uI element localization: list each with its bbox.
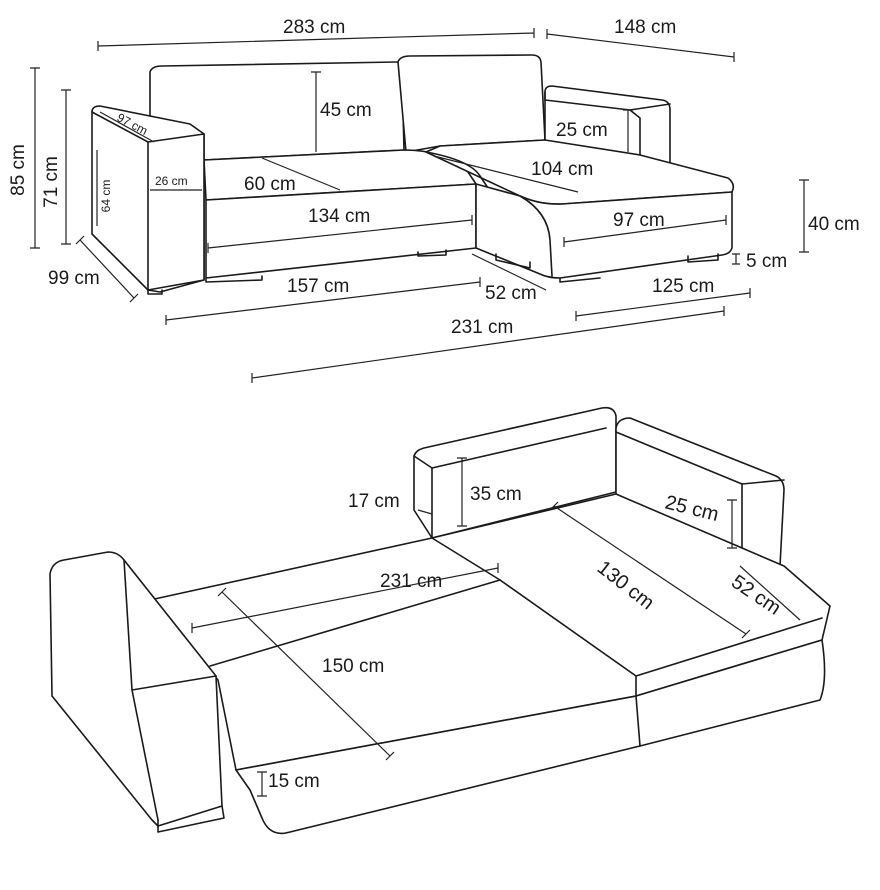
armrest-top-edge bbox=[91, 111, 149, 143]
label-backrest-height: 45 cm bbox=[320, 100, 372, 121]
dim-130 bbox=[549, 501, 751, 639]
label-bed-width: 231 cm bbox=[380, 571, 442, 592]
closed-dimension-labels: 283 cm 148 cm 85 cm 71 cm 99 cm 97 cm 64… bbox=[8, 17, 860, 338]
label-armrest-width: 26 cm bbox=[155, 174, 188, 188]
dim-104 bbox=[433, 155, 579, 193]
right-back-cushion bbox=[397, 54, 546, 153]
label-chaise-depth: 52 cm bbox=[485, 283, 537, 304]
dim-25 bbox=[623, 109, 633, 152]
leg-left bbox=[147, 289, 163, 295]
leg-middle bbox=[205, 275, 263, 283]
label-backrest-thickness: 17 cm bbox=[348, 491, 400, 512]
label-total-height: 85 cm bbox=[8, 144, 29, 196]
leg-chaise-front bbox=[559, 277, 601, 283]
chaise-base bbox=[475, 183, 733, 279]
chaise-back-top-edge bbox=[629, 103, 671, 111]
dim-85 bbox=[30, 67, 40, 249]
label-armrest-height: 71 cm bbox=[41, 156, 62, 208]
dim-125 bbox=[575, 288, 751, 321]
bed-dimension-lines bbox=[191, 457, 801, 797]
dim-35 bbox=[457, 457, 467, 527]
dim-52b bbox=[739, 565, 801, 621]
bed-dimension-labels: 17 cm 35 cm 25 cm 231 cm 130 cm 52 cm 15… bbox=[268, 484, 785, 792]
label-leg-height: 5 cm bbox=[746, 251, 787, 272]
dim-231 bbox=[251, 306, 725, 383]
bed-armrest-leg bbox=[157, 805, 225, 833]
label-total-width: 283 cm bbox=[283, 17, 345, 38]
dim-134 bbox=[207, 215, 473, 253]
bed-armrest-front-edge bbox=[131, 689, 159, 821]
label-chaise-seat-width: 97 cm bbox=[613, 210, 665, 231]
dim-97 bbox=[99, 111, 155, 143]
dim-71 bbox=[61, 89, 71, 245]
chaise-base-corner bbox=[519, 195, 553, 277]
label-seat-height: 40 cm bbox=[808, 214, 860, 235]
left-armrest-front bbox=[147, 133, 205, 291]
label-overall-depth: 231 cm bbox=[451, 317, 513, 338]
bed-split-line bbox=[431, 537, 637, 697]
label-bed-depth: 150 cm bbox=[322, 656, 384, 677]
label-chaise-base-width: 125 cm bbox=[652, 276, 714, 297]
closed-sofa-drawing bbox=[91, 54, 735, 295]
label-base-width: 157 cm bbox=[287, 276, 349, 297]
bed-surface bbox=[149, 493, 831, 771]
bed-front-back-line bbox=[209, 579, 501, 667]
dim-157 bbox=[165, 277, 481, 325]
dim-17 bbox=[417, 509, 433, 515]
bed-backrest-top bbox=[431, 427, 607, 469]
bed-front-right-line bbox=[635, 617, 823, 677]
bed-sofa-drawing bbox=[49, 406, 831, 835]
dim-25b bbox=[727, 499, 737, 549]
label-chaise-width: 148 cm bbox=[614, 17, 676, 38]
bed-arm-top bbox=[741, 479, 785, 485]
main-base bbox=[205, 183, 477, 279]
leg-chaise-right bbox=[687, 253, 719, 263]
label-bed-backrest-height: 35 cm bbox=[470, 484, 522, 505]
label-mattress-height: 15 cm bbox=[268, 771, 320, 792]
dim-60 bbox=[261, 157, 341, 191]
label-seat-width: 134 cm bbox=[308, 206, 370, 227]
label-seat-depth: 60 cm bbox=[244, 174, 296, 195]
dim-40 bbox=[799, 179, 809, 253]
bed-front-divider bbox=[635, 695, 641, 747]
dim-45 bbox=[311, 71, 321, 152]
dim-148 bbox=[546, 29, 735, 62]
leg-chaise-left bbox=[495, 253, 531, 269]
label-chaise-length: 104 cm bbox=[531, 159, 593, 180]
dim-283 bbox=[97, 28, 535, 51]
dim-97b bbox=[563, 215, 727, 247]
dim-231b bbox=[191, 563, 499, 633]
bed-backrest bbox=[413, 406, 617, 539]
dim-99 bbox=[75, 235, 139, 303]
label-chaise-back-height: 25 cm bbox=[556, 120, 608, 141]
leg-center bbox=[417, 249, 447, 257]
dim-5 bbox=[732, 253, 740, 265]
closed-dimension-lines bbox=[30, 28, 809, 383]
dim-52 bbox=[471, 253, 547, 291]
dim-150 bbox=[217, 587, 395, 761]
label-armrest-inner-height: 64 cm bbox=[99, 180, 113, 213]
label-depth: 99 cm bbox=[48, 268, 100, 289]
dim-15 bbox=[257, 771, 267, 797]
